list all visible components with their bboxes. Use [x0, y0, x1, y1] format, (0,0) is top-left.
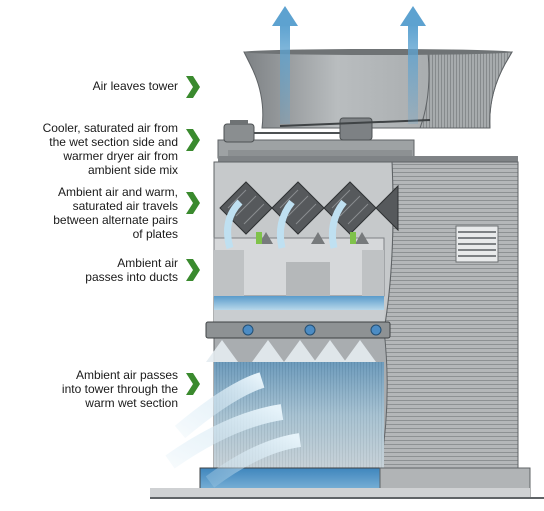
label-ambient-air-wet-section: Ambient air passes into tower through th… [61, 368, 178, 410]
wet-fill-section [214, 362, 384, 468]
incoming-air-flow [165, 372, 302, 488]
label-ambient-air-ducts: Ambient air passes into ducts [85, 256, 178, 284]
chevron-right-icon [186, 259, 200, 281]
chevron-right-icon [186, 76, 200, 98]
spray-header [205, 321, 391, 339]
fan-motor-icon [217, 117, 518, 162]
exhaust-arrows [272, 6, 426, 124]
spray-nozzle-icon [206, 340, 376, 362]
chevron-right-icon [186, 373, 200, 395]
louver-grille-icon [455, 225, 499, 263]
upward-air-arrow-icon [224, 199, 369, 290]
chevron-right-icon [186, 192, 200, 214]
label-air-leaves-tower: Air leaves tower [92, 79, 178, 93]
plate-heat-exchanger [213, 181, 399, 297]
basin [150, 467, 544, 499]
fan-stack [243, 49, 513, 129]
label-cooler-saturated-air: Cooler, saturated air from the wet secti… [42, 121, 178, 177]
label-ambient-warm-air-plates: Ambient air and warm, saturated air trav… [53, 185, 178, 241]
chevron-right-icon [186, 129, 200, 151]
